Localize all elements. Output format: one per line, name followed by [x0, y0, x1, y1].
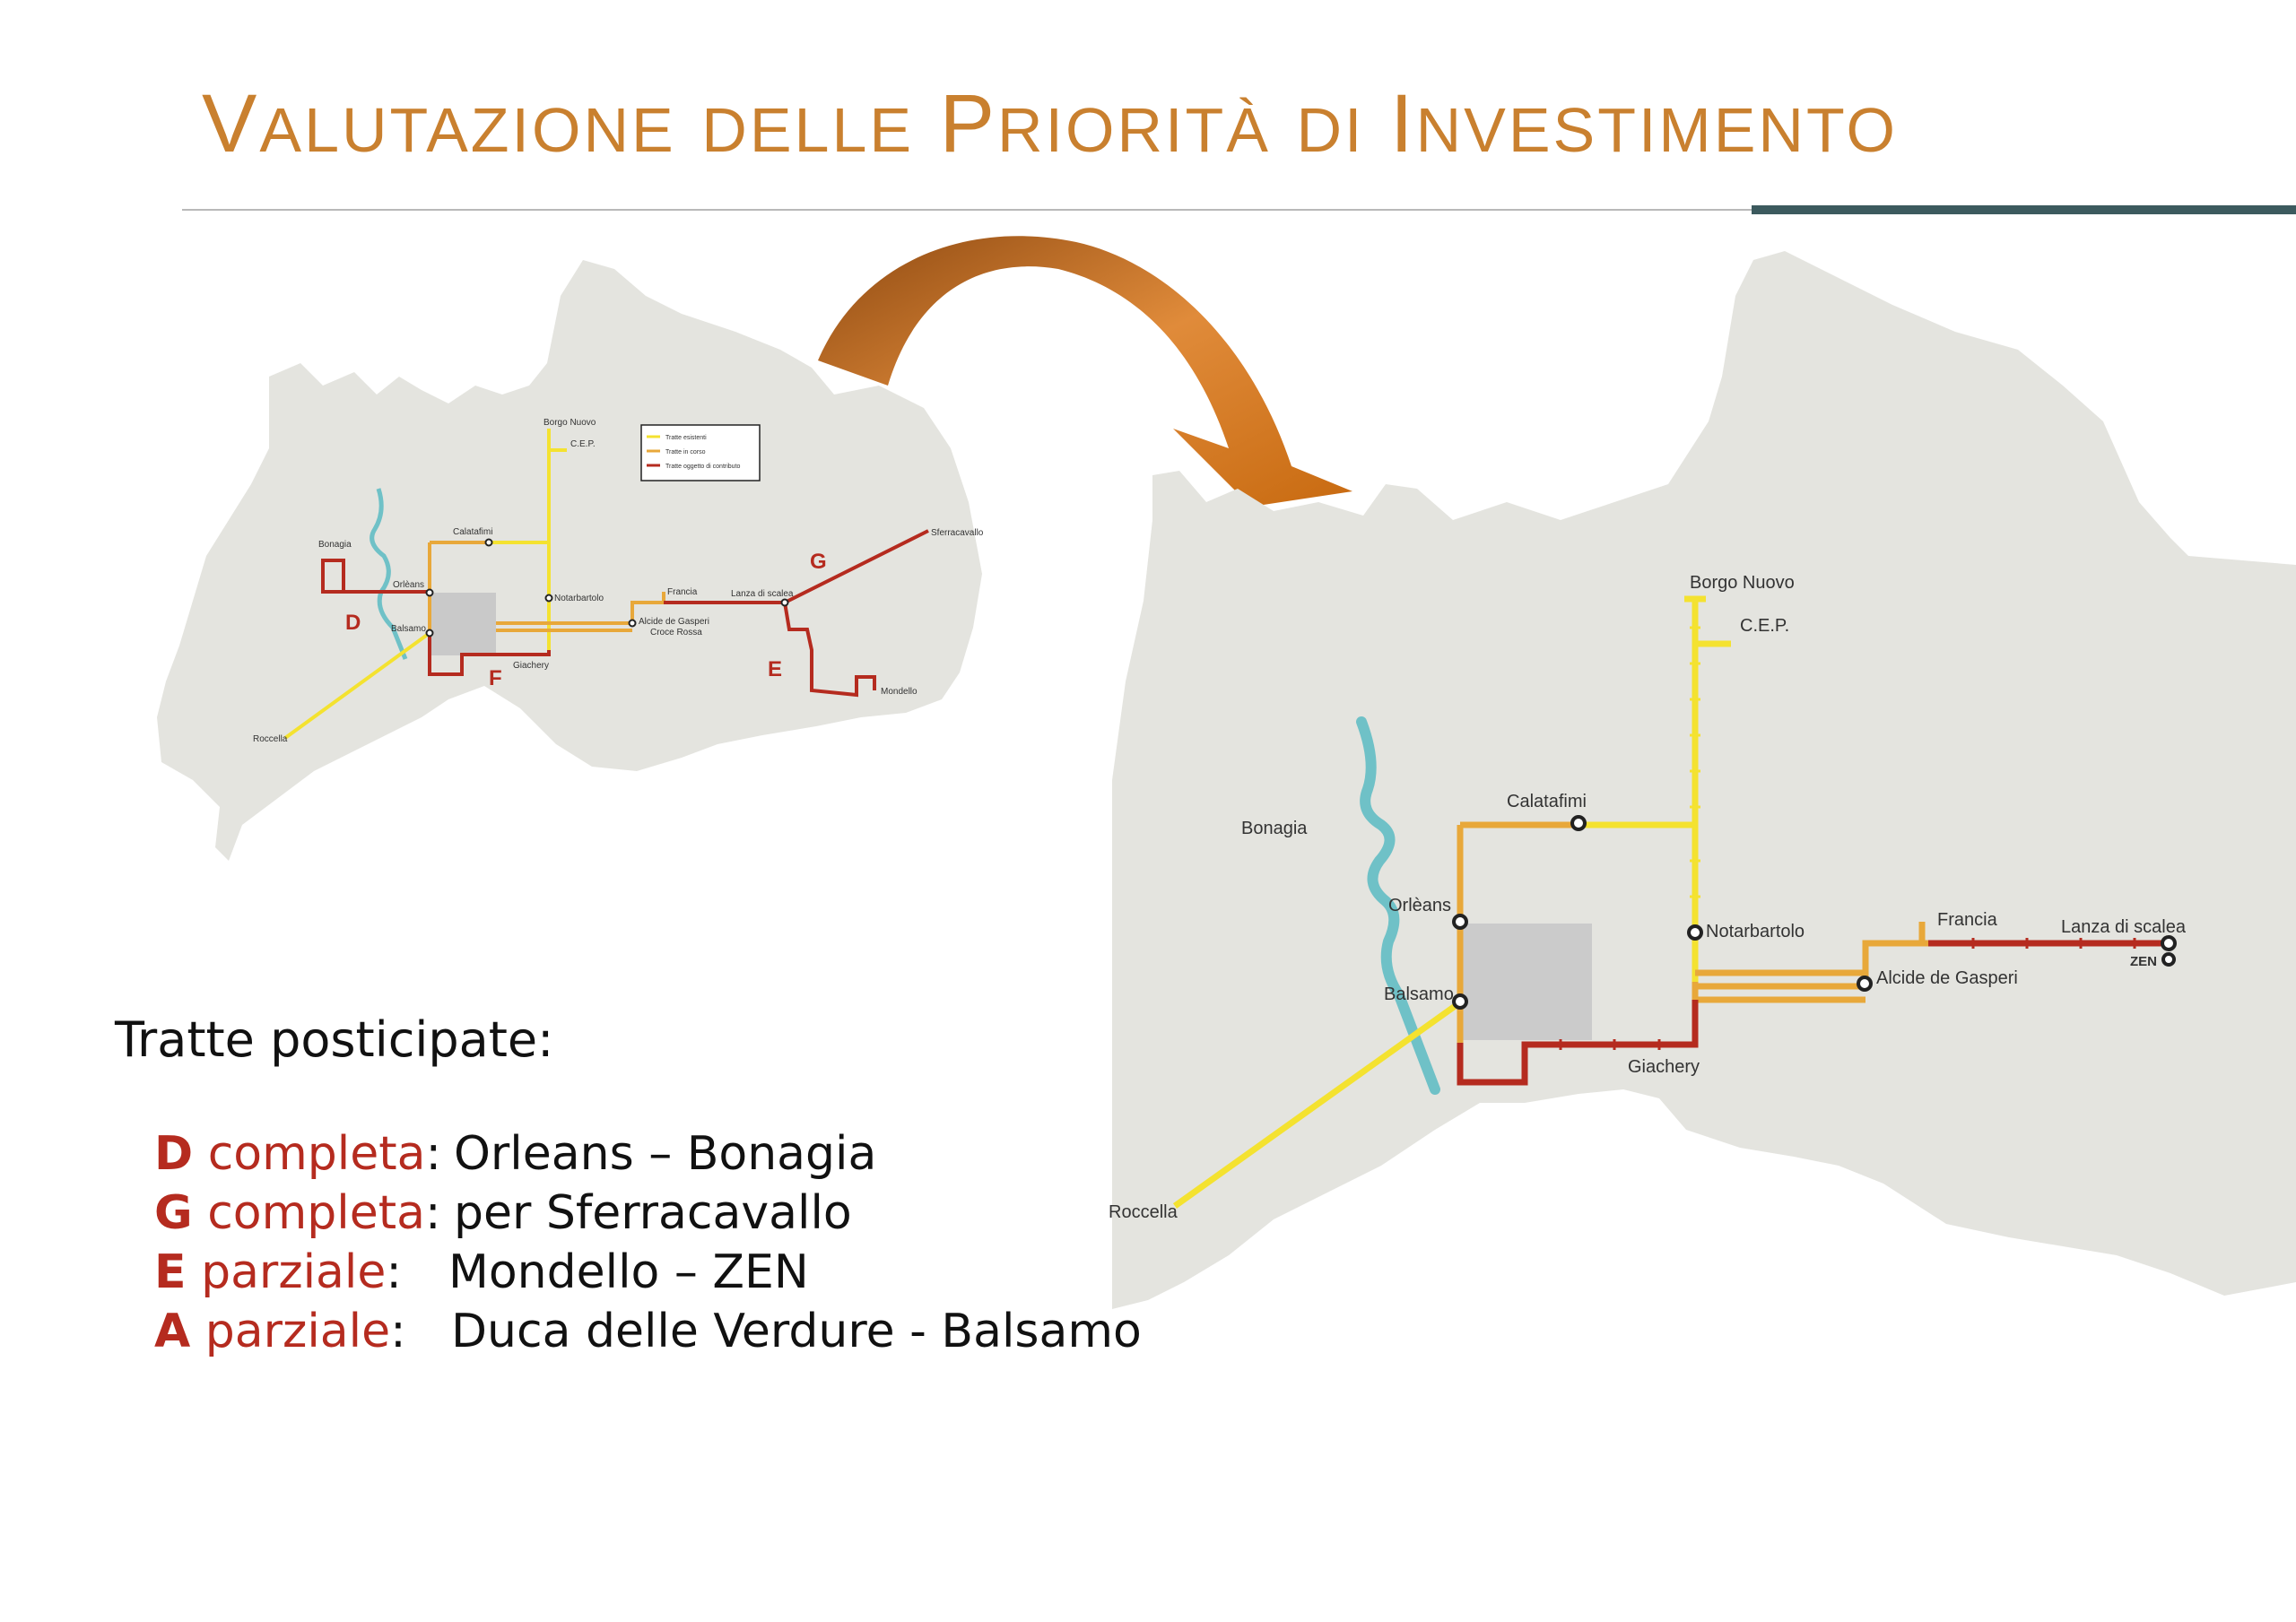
title-divider-accent [1752, 205, 2296, 214]
postponed-heading: Tratte posticipate: [115, 1011, 554, 1068]
small-label-roccella: Roccella [253, 734, 288, 744]
row-code: D [154, 1127, 194, 1181]
row-desc: per Sferracavallo [454, 1186, 852, 1240]
row-kind: parziale [204, 1305, 391, 1358]
big-map-land [1112, 251, 2296, 1309]
row-desc: Duca delle Verdure - Balsamo [451, 1305, 1142, 1358]
row-sep: : [386, 1245, 402, 1299]
big-label-orleans: Orlèans [1388, 896, 1451, 915]
legend-in-progress: Tratte in corso [665, 449, 706, 455]
small-label-mondello: Mondello [881, 687, 918, 697]
title-word-3: PRIORITÀ [939, 78, 1271, 169]
row-kind: parziale [201, 1245, 387, 1299]
big-label-bonagia: Bonagia [1241, 819, 1308, 838]
small-letter-e: E [768, 657, 782, 681]
big-label-zen: ZEN [2130, 954, 2157, 969]
postponed-row-a: A parziale: Duca delle Verdure - Balsamo [115, 1302, 1142, 1361]
title-word-2: DELLE [701, 95, 915, 165]
row-sep: : [390, 1305, 406, 1358]
big-label-borgo-nuovo: Borgo Nuovo [1690, 573, 1795, 593]
big-label-calatafimi: Calatafimi [1507, 792, 1587, 811]
big-label-alcide: Alcide de Gasperi [1876, 968, 2018, 988]
big-map-labels: Borgo Nuovo C.E.P. Calatafimi Bonagia Or… [1109, 573, 2187, 1222]
small-label-alcide: Alcide de Gasperi [639, 617, 709, 627]
small-label-sferracavallo: Sferracavallo [931, 528, 984, 538]
big-label-balsamo: Balsamo [1384, 984, 1454, 1004]
small-letter-d: D [345, 611, 361, 635]
big-map-ticks-red [1559, 938, 2136, 1050]
small-map-existing-lines [283, 429, 567, 740]
big-map-river [1356, 716, 1440, 1095]
title-word-5: INVESTIMENTO [1390, 78, 1898, 169]
small-map-stations [425, 538, 789, 638]
small-label-orleans: Orlèans [393, 580, 424, 590]
small-map: Tratte esistenti Tratte in corso Tratte … [157, 260, 984, 861]
small-letter-f: F [489, 666, 502, 690]
title-word-1: VALUTAZIONE [202, 78, 676, 169]
row-desc: Mondello – ZEN [448, 1245, 809, 1299]
small-map-center-block [430, 593, 496, 655]
legend-funded: Tratte oggetto di contributo [665, 464, 741, 470]
small-label-giachery: Giachery [513, 661, 549, 671]
big-label-giachery: Giachery [1628, 1057, 1700, 1077]
row-code: G [154, 1186, 193, 1240]
small-map-river [370, 488, 408, 660]
row-kind: completa [207, 1186, 425, 1240]
title-divider [182, 209, 1752, 211]
small-label-calatafimi: Calatafimi [453, 527, 492, 537]
small-map-legend: Tratte esistenti Tratte in corso Tratte … [640, 424, 761, 481]
postponed-sections: Tratte posticipate: D completa: Orleans … [115, 1011, 1142, 1361]
postponed-row-g: G completa: per Sferracavallo [115, 1184, 852, 1243]
small-label-croce-rossa: Croce Rossa [650, 628, 702, 638]
small-label-lanza: Lanza di scalea [731, 589, 794, 599]
row-sep: : [425, 1127, 441, 1181]
big-label-lanza: Lanza di scalea [2061, 917, 2187, 937]
big-label-francia: Francia [1937, 910, 1998, 930]
big-map-center-block [1462, 924, 1592, 1040]
postponed-row-d: D completa: Orleans – Bonagia [115, 1124, 876, 1184]
small-map-progress-lines [428, 541, 665, 633]
small-label-cep: C.E.P. [570, 439, 596, 449]
curved-arrow [818, 236, 1352, 507]
big-map: Borgo Nuovo C.E.P. Calatafimi Bonagia Or… [1109, 251, 2296, 1309]
row-kind: completa [207, 1127, 426, 1181]
row-sep: : [424, 1186, 441, 1240]
small-map-land [157, 260, 982, 861]
big-map-funded-lines [1457, 940, 2169, 1086]
postponed-row-e: E parziale: Mondello – ZEN [115, 1243, 809, 1302]
big-map-stations [1452, 815, 2177, 1010]
row-code: A [154, 1305, 191, 1358]
small-label-notarbartolo: Notarbartolo [554, 594, 604, 603]
row-code: E [154, 1245, 187, 1299]
big-label-cep: C.E.P. [1740, 616, 1789, 636]
big-label-roccella: Roccella [1109, 1202, 1178, 1222]
slide-title: VALUTAZIONE DELLE PRIORITÀ DI INVESTIMEN… [202, 82, 1898, 165]
legend-existing: Tratte esistenti [665, 435, 707, 441]
big-label-notarbartolo: Notarbartolo [1706, 922, 1805, 941]
small-label-balsamo: Balsamo [391, 624, 426, 634]
small-letter-g: G [810, 550, 827, 574]
row-desc: Orleans – Bonagia [454, 1127, 877, 1181]
small-label-borgo-nuovo: Borgo Nuovo [544, 418, 596, 428]
small-label-bonagia: Bonagia [318, 540, 352, 550]
small-map-labels: Borgo Nuovo C.E.P. Calatafimi Bonagia Or… [253, 418, 984, 744]
small-label-francia: Francia [667, 587, 698, 597]
title-word-4: DI [1296, 95, 1365, 165]
